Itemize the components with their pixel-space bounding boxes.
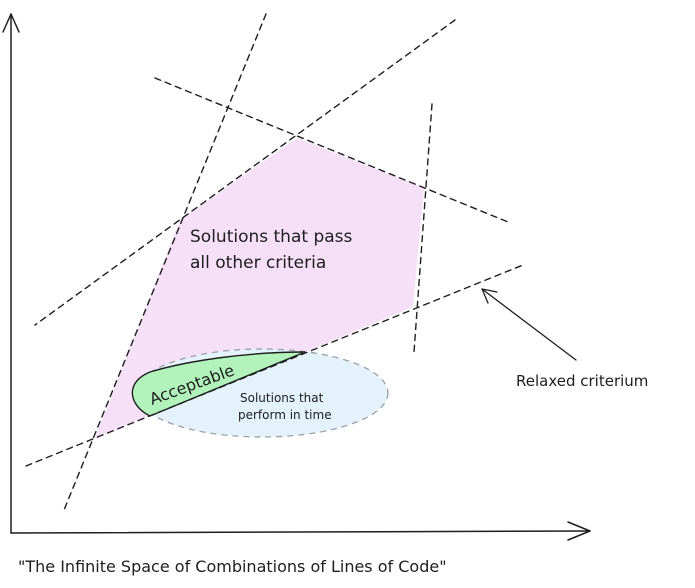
constraint-line-descending — [154, 77, 509, 223]
acceptable-region — [131, 351, 306, 417]
x-axis-caption: "The Infinite Space of Combinations of L… — [18, 557, 447, 576]
relaxed-constraint-line — [25, 264, 524, 467]
relaxed-criterium-label: Relaxed criterium — [516, 372, 648, 390]
perform-label-line2: perform in time — [238, 408, 332, 422]
constraint-line-steep-left — [63, 13, 267, 511]
relaxed-pointer-arrowhead — [481, 288, 498, 304]
y-axis-arrowhead — [2, 13, 20, 33]
perform-label-line1: Solutions that — [240, 391, 324, 405]
pass-criteria-label-line1: Solutions that pass — [190, 227, 353, 247]
x-axis — [10, 530, 591, 534]
constraint-line-rising-upper — [34, 19, 456, 326]
pass-criteria-label-line2: all other criteria — [190, 253, 326, 273]
relaxed-pointer-arrow — [481, 288, 577, 361]
x-axis-arrowhead — [567, 521, 591, 541]
constraint-line-steep-right — [413, 103, 433, 353]
